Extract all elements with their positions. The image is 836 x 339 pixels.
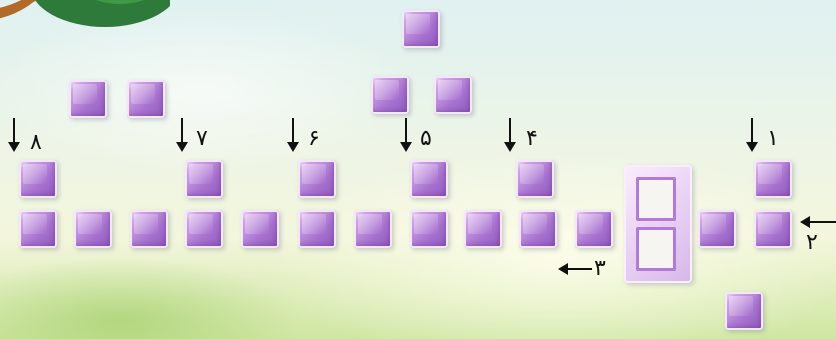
crossword-cell[interactable] [464,210,502,248]
crossword-cell[interactable] [69,80,107,118]
tall-double-frame [624,165,692,283]
frame-slot-top[interactable] [636,177,676,221]
down-arrow-icon [176,118,188,152]
crossword-cell[interactable] [516,160,554,198]
column-label-7: ۷ [196,126,208,151]
crossword-cell[interactable] [575,210,613,248]
crossword-cell[interactable] [402,10,440,48]
crossword-cell[interactable] [130,210,168,248]
crossword-cell[interactable] [19,210,57,248]
down-arrow-icon [746,118,758,152]
crossword-cell[interactable] [127,80,165,118]
down-arrow-icon [287,118,299,152]
left-arrow-icon [558,263,592,275]
left-arrow-icon [800,216,836,228]
column-label-5: ۵ [420,126,432,151]
crossword-cell[interactable] [185,210,223,248]
row-label-3: ۳ [594,256,606,281]
crossword-cell[interactable] [410,160,448,198]
column-label-4: ۴ [526,126,538,151]
down-arrow-icon [504,118,516,152]
crossword-cell[interactable] [410,210,448,248]
down-arrow-icon [400,118,412,152]
crossword-cell[interactable] [354,210,392,248]
crossword-cell[interactable] [754,160,792,198]
crossword-cell[interactable] [698,210,736,248]
crossword-cell[interactable] [298,210,336,248]
column-label-8: ۸ [30,130,42,155]
down-arrow-icon [8,118,20,152]
frame-slot-bottom[interactable] [636,227,676,271]
column-label-1: ۱ [767,126,779,151]
crossword-cell[interactable] [241,210,279,248]
crossword-cell[interactable] [434,76,472,114]
crossword-cell[interactable] [754,210,792,248]
row-label-2: ۲ [806,230,818,255]
column-label-6: ۶ [308,126,320,151]
crossword-cell[interactable] [74,210,112,248]
crossword-cell[interactable] [519,210,557,248]
crossword-cell[interactable] [298,160,336,198]
tree-branch-decoration [0,0,170,27]
crossword-cell[interactable] [19,160,57,198]
crossword-cell[interactable] [185,160,223,198]
crossword-cell[interactable] [725,292,763,330]
crossword-cell[interactable] [371,76,409,114]
